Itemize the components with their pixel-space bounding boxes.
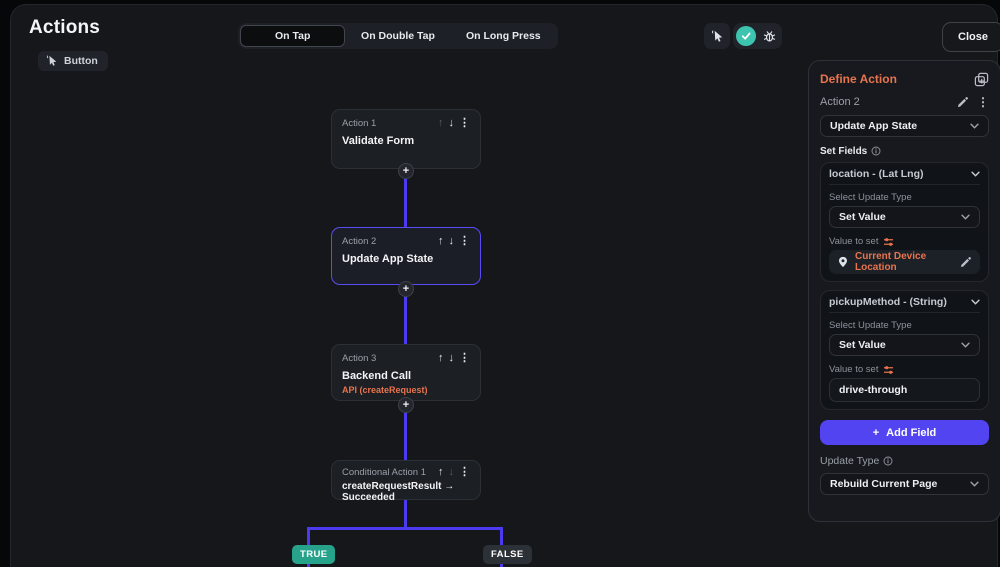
edit-value-icon[interactable] — [960, 256, 972, 268]
update-type-select[interactable]: Set Value — [829, 206, 980, 228]
field-header-select[interactable]: location - (Lat Lng) — [829, 168, 980, 185]
location-pin-icon — [837, 256, 849, 268]
move-up-icon[interactable]: ↑ — [438, 117, 444, 129]
true-branch-badge: TRUE — [292, 545, 336, 564]
node-menu-icon[interactable]: ⋮ — [459, 466, 470, 478]
update-type-label: Select Update Type — [829, 192, 912, 203]
field-card-pickup-method: pickupMethod - (String) Select Update Ty… — [820, 290, 989, 410]
connector-2-3 — [404, 283, 407, 345]
move-down-icon[interactable]: ↓ — [448, 352, 455, 364]
check-icon — [740, 30, 752, 42]
tab-on-long-press[interactable]: On Long Press — [465, 30, 541, 42]
update-type-label: Select Update Type — [829, 320, 912, 331]
chevron-down-icon — [970, 481, 979, 487]
define-action-panel: Define Action Action 2 ⋮ Update App Stat… — [808, 60, 1000, 522]
branch-horizontal-line — [307, 527, 503, 530]
dynamic-value-icon — [883, 237, 894, 247]
chevron-down-icon — [971, 296, 980, 308]
connector-1-2 — [404, 165, 407, 229]
node-menu-icon[interactable]: ⋮ — [459, 352, 470, 364]
conditional-action-node[interactable]: Conditional Action 1 ↑ ↓ ⋮ createRequest… — [331, 460, 481, 503]
move-up-icon[interactable]: ↑ — [438, 235, 444, 247]
tab-on-double-tap[interactable]: On Double Tap — [361, 30, 435, 42]
move-down-icon[interactable]: ↓ — [448, 466, 455, 478]
selected-action-name: Action 2 — [820, 96, 860, 108]
dynamic-value-icon — [883, 365, 894, 375]
node-title: Backend Call — [342, 370, 412, 382]
field-name: location - (Lat Lng) — [829, 168, 924, 180]
move-up-icon[interactable]: ↑ — [438, 352, 444, 364]
rebuild-type-value: Rebuild Current Page — [830, 478, 938, 490]
trigger-widget-chip[interactable]: Button — [38, 51, 108, 71]
set-fields-label: Set Fields — [820, 145, 868, 157]
move-up-icon[interactable]: ↑ — [438, 466, 444, 478]
node-title: Validate Form — [342, 135, 415, 147]
debug-button[interactable] — [759, 26, 779, 46]
panel-title: Define Action — [820, 72, 897, 86]
tab-on-tap[interactable]: On Tap — [240, 25, 346, 47]
field-name: pickupMethod - (String) — [829, 296, 947, 308]
validated-check-button[interactable] — [736, 26, 756, 46]
plus-icon: + — [872, 426, 880, 439]
node-subtitle: API (createRequest) — [342, 385, 428, 395]
action-type-value: Update App State — [830, 120, 918, 132]
value-to-set-label: Value to set — [829, 236, 879, 247]
action-type-select[interactable]: Update App State — [820, 115, 989, 137]
action-node-1[interactable]: Action 1 ↑ ↓ ⋮ Validate Form — [331, 109, 481, 169]
node-menu-icon[interactable]: ⋮ — [459, 235, 470, 247]
value-text-input[interactable]: drive-through — [829, 378, 980, 402]
chevron-down-icon — [971, 168, 980, 180]
info-icon — [871, 146, 881, 156]
trigger-tabs: On Tap On Double Tap On Long Press — [238, 23, 558, 49]
false-branch-badge: FALSE — [483, 545, 532, 564]
node-label: Conditional Action 1 — [342, 467, 426, 478]
close-button[interactable]: Close — [942, 22, 1000, 52]
node-label: Action 1 — [342, 118, 377, 129]
copy-action-icon[interactable] — [974, 72, 989, 87]
info-icon — [883, 456, 893, 466]
update-type-select[interactable]: Set Value — [829, 334, 980, 356]
actions-modal: Actions Button On Tap On Double Tap On L… — [10, 4, 1000, 567]
chevron-down-icon — [961, 214, 970, 220]
test-actions-button[interactable] — [704, 23, 730, 49]
action-node-2[interactable]: Action 2 ↑ ↓ ⋮ Update App State — [331, 227, 481, 285]
location-value-text: Current Device Location — [855, 251, 927, 273]
add-action-button-3[interactable]: + — [398, 397, 414, 413]
value-to-set-label: Value to set — [829, 364, 879, 375]
tap-gesture-icon — [46, 55, 58, 67]
node-label: Action 2 — [342, 236, 377, 247]
update-type-section-label: Update Type — [820, 455, 880, 467]
move-down-icon[interactable]: ↓ — [448, 235, 455, 247]
location-value-chip[interactable]: Current Device Location — [829, 250, 980, 274]
chevron-down-icon — [970, 123, 979, 129]
connector-conditional-stem — [404, 499, 407, 530]
update-type-value: Set Value — [839, 211, 886, 223]
move-down-icon[interactable]: ↓ — [448, 117, 455, 129]
add-action-button-1[interactable]: + — [398, 163, 414, 179]
bug-icon — [763, 30, 776, 43]
page-title: Actions — [29, 17, 101, 38]
chevron-down-icon — [961, 342, 970, 348]
field-card-location: location - (Lat Lng) Select Update Type … — [820, 162, 989, 282]
rename-action-icon[interactable] — [957, 96, 969, 108]
field-header-select[interactable]: pickupMethod - (String) — [829, 296, 980, 313]
node-title: createRequestResult → Succeeded — [342, 481, 455, 503]
update-type-value: Set Value — [839, 339, 886, 351]
add-field-button[interactable]: + Add Field — [820, 420, 989, 445]
connector-3-4 — [404, 399, 407, 461]
cursor-test-icon — [711, 30, 724, 43]
node-label: Action 3 — [342, 353, 377, 364]
rebuild-type-select[interactable]: Rebuild Current Page — [820, 473, 989, 495]
action-menu-icon[interactable]: ⋮ — [977, 95, 989, 109]
node-title: Update App State — [342, 253, 434, 265]
add-action-button-2[interactable]: + — [398, 281, 414, 297]
node-menu-icon[interactable]: ⋮ — [459, 117, 470, 129]
trigger-widget-label: Button — [64, 55, 98, 67]
action-node-3[interactable]: Action 3 ↑ ↓ ⋮ Backend Call API (createR… — [331, 344, 481, 401]
add-field-label: Add Field — [886, 426, 937, 439]
validation-mode-toggle — [733, 23, 782, 49]
